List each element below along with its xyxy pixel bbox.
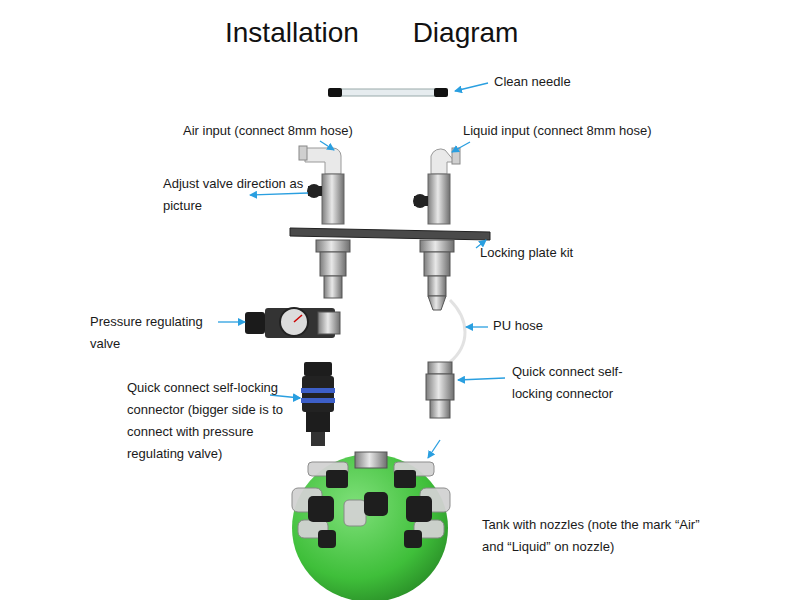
part-label: Liquid input (connect 8mm hose) xyxy=(463,120,652,142)
part-label: PU hose xyxy=(493,315,543,337)
part-label: Locking plate kit xyxy=(480,242,573,264)
part-label: Tank with nozzles (note the mark “Air” a… xyxy=(482,514,722,558)
part-label: Air input (connect 8mm hose) xyxy=(183,120,353,142)
part-label: Pressure regulating valve xyxy=(90,311,220,355)
part-label: Clean needle xyxy=(494,71,571,93)
part-label: Quick connect self-locking connector (bi… xyxy=(127,377,295,465)
diagram-title: Installation Diagram xyxy=(225,16,518,50)
part-label: Quick connect self-locking connector xyxy=(512,361,662,405)
instruction-label: Adjust valve direction as picture xyxy=(163,173,313,217)
